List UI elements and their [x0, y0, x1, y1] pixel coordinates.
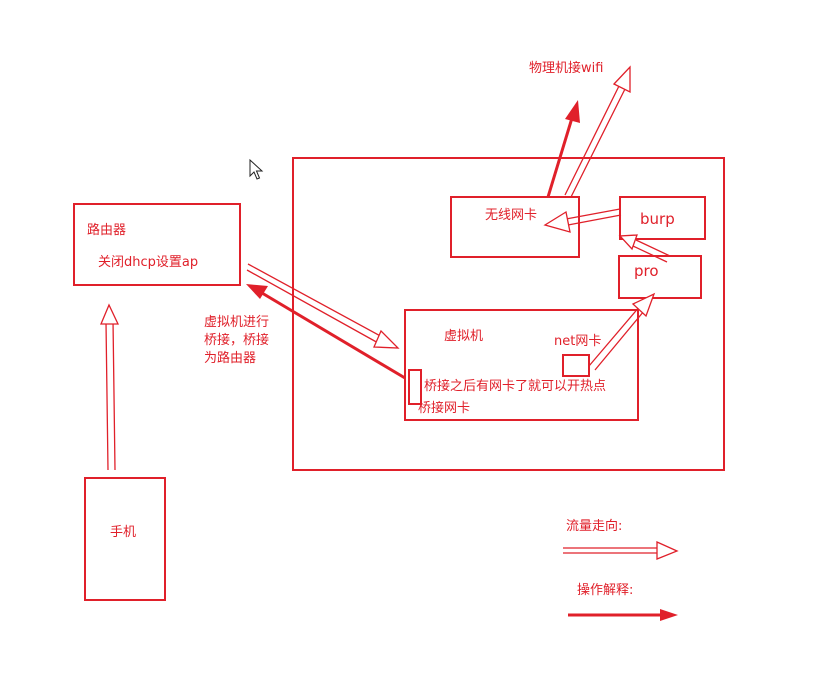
- wireless-nic-label: 无线网卡: [485, 208, 537, 223]
- bridge-nic-label: 桥接网卡: [418, 400, 470, 416]
- net-nic-box: [562, 354, 590, 377]
- bridge-note-line1: 虚拟机进行: [204, 315, 269, 330]
- burp-box: [619, 196, 706, 240]
- phone-box: [84, 477, 166, 601]
- phone-to-router-flow-arrow: [100, 303, 120, 471]
- legend-flow-label: 流量走向:: [566, 518, 622, 534]
- burp-to-wireless-flow-arrow: [543, 208, 622, 233]
- legend-operation-label: 操作解释:: [577, 582, 633, 598]
- router-to-vm-flow-arrow: [246, 263, 400, 349]
- legend-flow-arrow: [563, 540, 679, 560]
- netnic-to-pro-flow-arrow: [588, 292, 656, 371]
- burp-label: burp: [640, 210, 675, 228]
- bridge-note-line3: 为路由器: [204, 350, 256, 366]
- vm-box: [404, 309, 639, 421]
- vm-label: 虚拟机: [444, 329, 483, 344]
- bridge-nic-box: [408, 369, 422, 405]
- hotspot-note: 桥接之后有网卡了就可以开热点: [424, 378, 606, 394]
- host-machine-box: [292, 157, 725, 471]
- wireless-nic-box: [450, 196, 580, 258]
- pro-box: [618, 255, 702, 299]
- bridge-note-line2: 桥接，桥接: [204, 332, 269, 348]
- wireless-to-internet-operation-arrow: [546, 100, 580, 198]
- mouse-cursor-icon: [249, 158, 264, 180]
- net-nic-label: net网卡: [554, 334, 601, 349]
- legend-operation-arrow: [568, 609, 678, 621]
- vm-to-router-operation-arrow: [246, 284, 406, 380]
- pro-to-burp-flow-arrow: [618, 234, 671, 263]
- phone-label: 手机: [110, 525, 136, 540]
- physical-wifi-label: 物理机接wifi: [529, 60, 603, 76]
- router-box: [73, 203, 241, 286]
- wireless-to-internet-flow-arrow: [564, 65, 631, 198]
- router-note: 关闭dhcp设置ap: [98, 255, 198, 270]
- pro-label: pro: [634, 262, 659, 280]
- router-label: 路由器: [87, 222, 126, 238]
